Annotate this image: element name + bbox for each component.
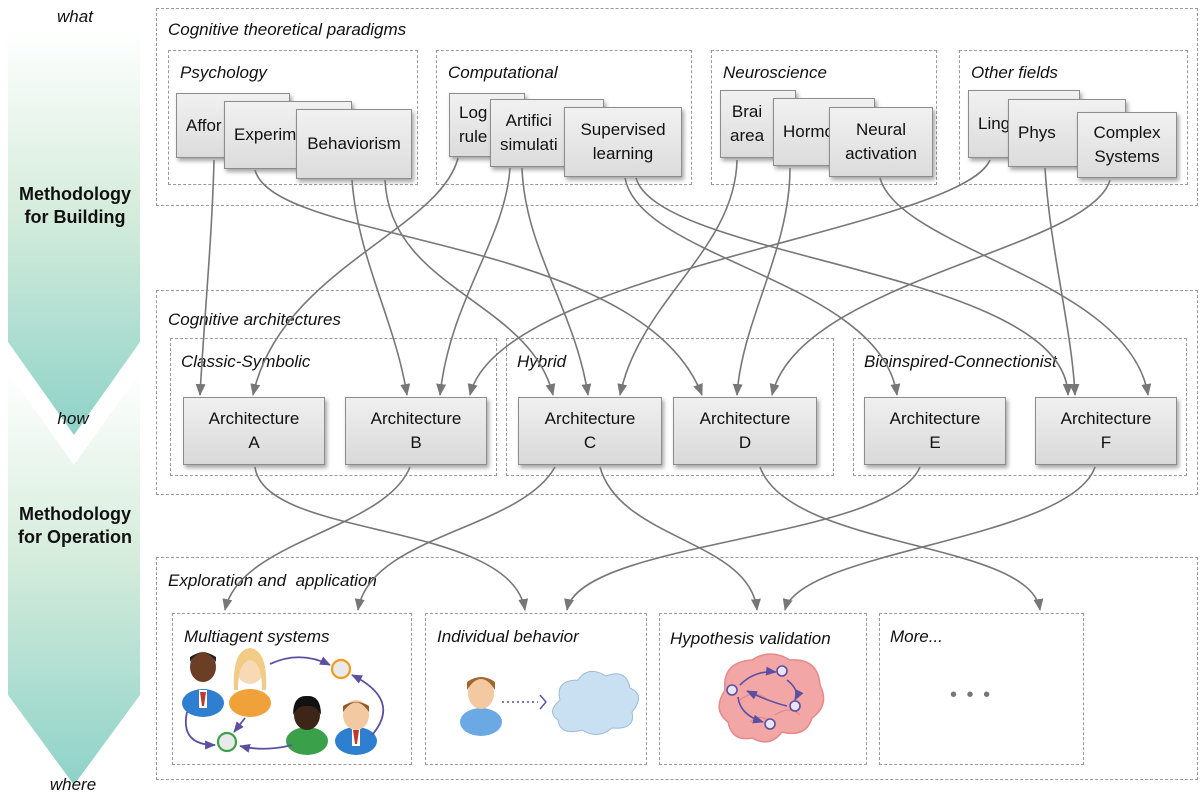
what-label: what <box>57 7 93 26</box>
hybrid-title: Hybrid <box>517 352 567 371</box>
bioinspired-connectionist-title: Bioinspired-Connectionist <box>864 352 1057 371</box>
person-icon <box>286 695 328 755</box>
multiagent-box <box>172 613 412 765</box>
paradigm-card-neural-activation: Neural activation <box>829 107 933 177</box>
arrow-d-to-more <box>759 466 1044 611</box>
paradigm-card-behaviorism: Behaviorism <box>296 109 412 179</box>
node-icon <box>216 731 238 753</box>
arrow-behaviorism-to-c <box>384 179 556 396</box>
person-icon <box>335 700 377 755</box>
computational-title: Computational <box>448 63 558 82</box>
methodology-building-label: Methodology for Building <box>19 184 131 227</box>
person-icon <box>460 677 502 736</box>
paradigms-title: Cognitive theoretical paradigms <box>168 20 407 39</box>
arrow-c-to-hypothesis <box>599 466 761 611</box>
individual-behavior-box <box>425 613 647 765</box>
arrow-experimental-to-d <box>254 169 703 396</box>
architectures-section <box>156 290 1198 495</box>
bioinspired-connectionist-group <box>853 338 1187 476</box>
arrow-complex-to-d <box>769 179 1111 396</box>
arrow-simulation-to-c <box>521 167 592 396</box>
arrow-supervised-to-e <box>624 177 901 396</box>
brain-icon <box>718 653 825 743</box>
hypothesis-validation-title: Hypothesis validation <box>670 629 831 648</box>
arrow-b-to-multiagent <box>222 466 411 611</box>
arrow-f-to-hypothesis <box>782 466 1096 611</box>
how-label: how <box>57 409 89 428</box>
arrow-brain-to-c <box>617 159 738 396</box>
computational-group <box>436 50 692 185</box>
neuroscience-title: Neuroscience <box>723 63 827 82</box>
cloud-icon <box>552 670 639 735</box>
arrow-simulation-to-b <box>436 167 511 396</box>
node-icon <box>330 658 352 680</box>
arrow-e-to-individual <box>564 466 921 611</box>
psychology-title: Psychology <box>180 63 267 82</box>
arrow-linguistics-to-b <box>467 159 991 396</box>
more-box <box>879 613 1084 765</box>
more-title: More... <box>890 627 943 646</box>
neuroscience-group <box>711 50 937 185</box>
person-icon <box>229 648 271 717</box>
psychology-group <box>168 50 418 185</box>
paradigm-card-supervised-learning: Supervised learning <box>564 107 682 177</box>
paradigms-section <box>156 8 1198 206</box>
arrow-c-to-multiagent <box>354 466 556 611</box>
methodology-operation-label: Methodology for Operation <box>17 504 132 547</box>
arrow-neural-to-f <box>879 177 1152 396</box>
hybrid-group <box>506 338 834 476</box>
ellipsis: • • • <box>950 684 993 706</box>
person-icon <box>182 652 224 717</box>
methodology-arrow <box>8 30 140 785</box>
arrow-behaviorism-to-b <box>351 179 411 396</box>
exploration-section <box>156 557 1198 780</box>
hypothesis-validation-box <box>659 613 867 765</box>
paradigm-card-complex-systems: Complex Systems <box>1077 112 1177 178</box>
classic-symbolic-title: Classic-Symbolic <box>181 352 311 371</box>
architectures-title: Cognitive architectures <box>168 310 341 329</box>
arrow-hormones-to-d <box>732 167 791 396</box>
other-fields-title: Other fields <box>971 63 1058 82</box>
other-fields-group <box>959 50 1188 185</box>
arrow-a-to-individual <box>254 466 529 611</box>
arrow-physics-to-f <box>1044 167 1080 396</box>
multiagent-title: Multiagent systems <box>184 627 330 646</box>
classic-symbolic-group <box>170 338 497 476</box>
arrow-logic-to-a <box>250 157 459 396</box>
where-label: where <box>49 775 97 794</box>
exploration-title: Exploration and application <box>168 571 377 590</box>
arrow-affordances-to-a <box>195 159 215 396</box>
individual-behavior-title: Individual behavior <box>437 627 579 646</box>
arrow-supervised-to-f <box>635 177 1073 396</box>
